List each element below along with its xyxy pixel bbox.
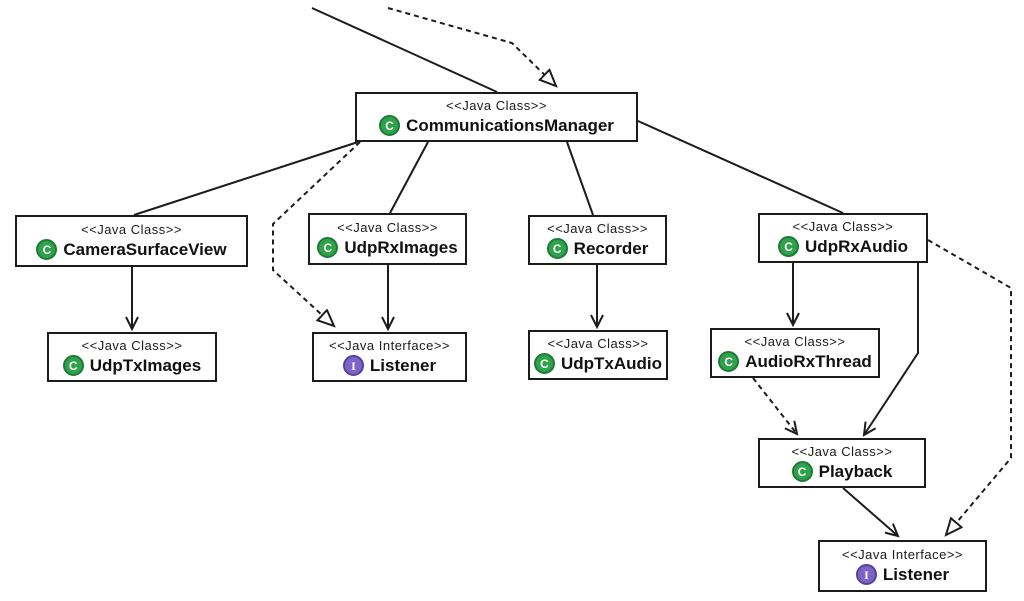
edge-udprxaudio-to-listener-realization: [927, 239, 1012, 535]
class-name-label: Recorder: [573, 238, 649, 258]
class-name-label: CommunicationsManager: [406, 115, 614, 135]
edge-external-to-communicationsmanager-realization: [387, 7, 556, 86]
interface-icon: I: [855, 564, 877, 585]
stereotype-label: <<Java Class>>: [792, 218, 894, 234]
stereotype-label: <<Java Class>>: [337, 219, 438, 235]
stereotype-label: <<Java Interface>>: [841, 546, 964, 562]
class-icon: C: [791, 461, 813, 482]
class-name-label: UdpRxImages: [344, 237, 458, 257]
stereotype-label: <<Java Class>>: [744, 333, 846, 349]
stereotype-label: <<Java Class>>: [81, 221, 182, 237]
stereotype-label: <<Java Class>>: [81, 337, 183, 353]
edge-playback-to-listener: [842, 487, 900, 538]
edge-audiorxthread-to-playback-dependency: [752, 377, 799, 436]
class-node-udptximages[interactable]: <<Java Class>> C UdpTxImages: [47, 332, 217, 382]
stereotype-label: <<Java Class>>: [791, 443, 893, 459]
class-node-udptxaudio[interactable]: <<Java Class>> C UdpTxAudio: [528, 330, 668, 380]
edge-external-to-communicationsmanager-solid: [311, 7, 498, 93]
class-name-label: UdpRxAudio: [805, 236, 908, 256]
class-name-label: CameraSurfaceView: [63, 239, 227, 259]
class-node-camerasurfaceview[interactable]: <<Java Class>> C CameraSurfaceView: [15, 215, 248, 267]
class-name-label: UdpTxImages: [89, 355, 202, 375]
class-icon: C: [379, 115, 401, 136]
edge-communicationsmanager-to-udprxaudio: [637, 120, 844, 214]
stereotype-label: <<Java Class>>: [547, 220, 648, 236]
class-node-audiorxthread[interactable]: <<Java Class>> C AudioRxThread: [710, 328, 880, 378]
interface-node-listener-bottom[interactable]: <<Java Interface>> I Listener: [818, 540, 987, 592]
class-name-label: AudioRxThread: [745, 351, 872, 371]
edge-udprxaudio-to-playback: [862, 263, 919, 437]
interface-name-label: Listener: [369, 355, 437, 375]
class-name-label: UdpTxAudio: [560, 353, 663, 373]
edge-communicationsmanager-to-camerasurfaceview: [133, 141, 359, 216]
class-node-playback[interactable]: <<Java Class>> C Playback: [758, 438, 926, 488]
class-name-label: Playback: [818, 461, 893, 481]
stereotype-label: <<Java Interface>>: [328, 337, 451, 353]
class-icon: C: [317, 237, 339, 258]
class-node-communicationsmanager[interactable]: <<Java Class>> C CommunicationsManager: [355, 92, 638, 142]
class-icon: C: [718, 351, 740, 372]
class-node-udprximages[interactable]: <<Java Class>> C UdpRxImages: [308, 213, 467, 265]
class-icon: C: [533, 353, 555, 374]
stereotype-label: <<Java Class>>: [547, 335, 649, 351]
interface-node-listener-mid[interactable]: <<Java Interface>> I Listener: [312, 332, 467, 382]
class-icon: C: [36, 239, 58, 260]
class-icon: C: [546, 238, 568, 259]
edge-communicationsmanager-to-udprximages: [389, 141, 429, 214]
interface-name-label: Listener: [882, 564, 950, 584]
interface-icon: I: [342, 355, 364, 376]
class-icon: C: [62, 355, 84, 376]
class-node-udprxaudio[interactable]: <<Java Class>> C UdpRxAudio: [758, 213, 928, 263]
class-node-recorder[interactable]: <<Java Class>> C Recorder: [528, 215, 667, 265]
stereotype-label: <<Java Class>>: [446, 97, 547, 113]
edge-communicationsmanager-to-recorder: [566, 141, 594, 216]
class-icon: C: [778, 236, 800, 257]
